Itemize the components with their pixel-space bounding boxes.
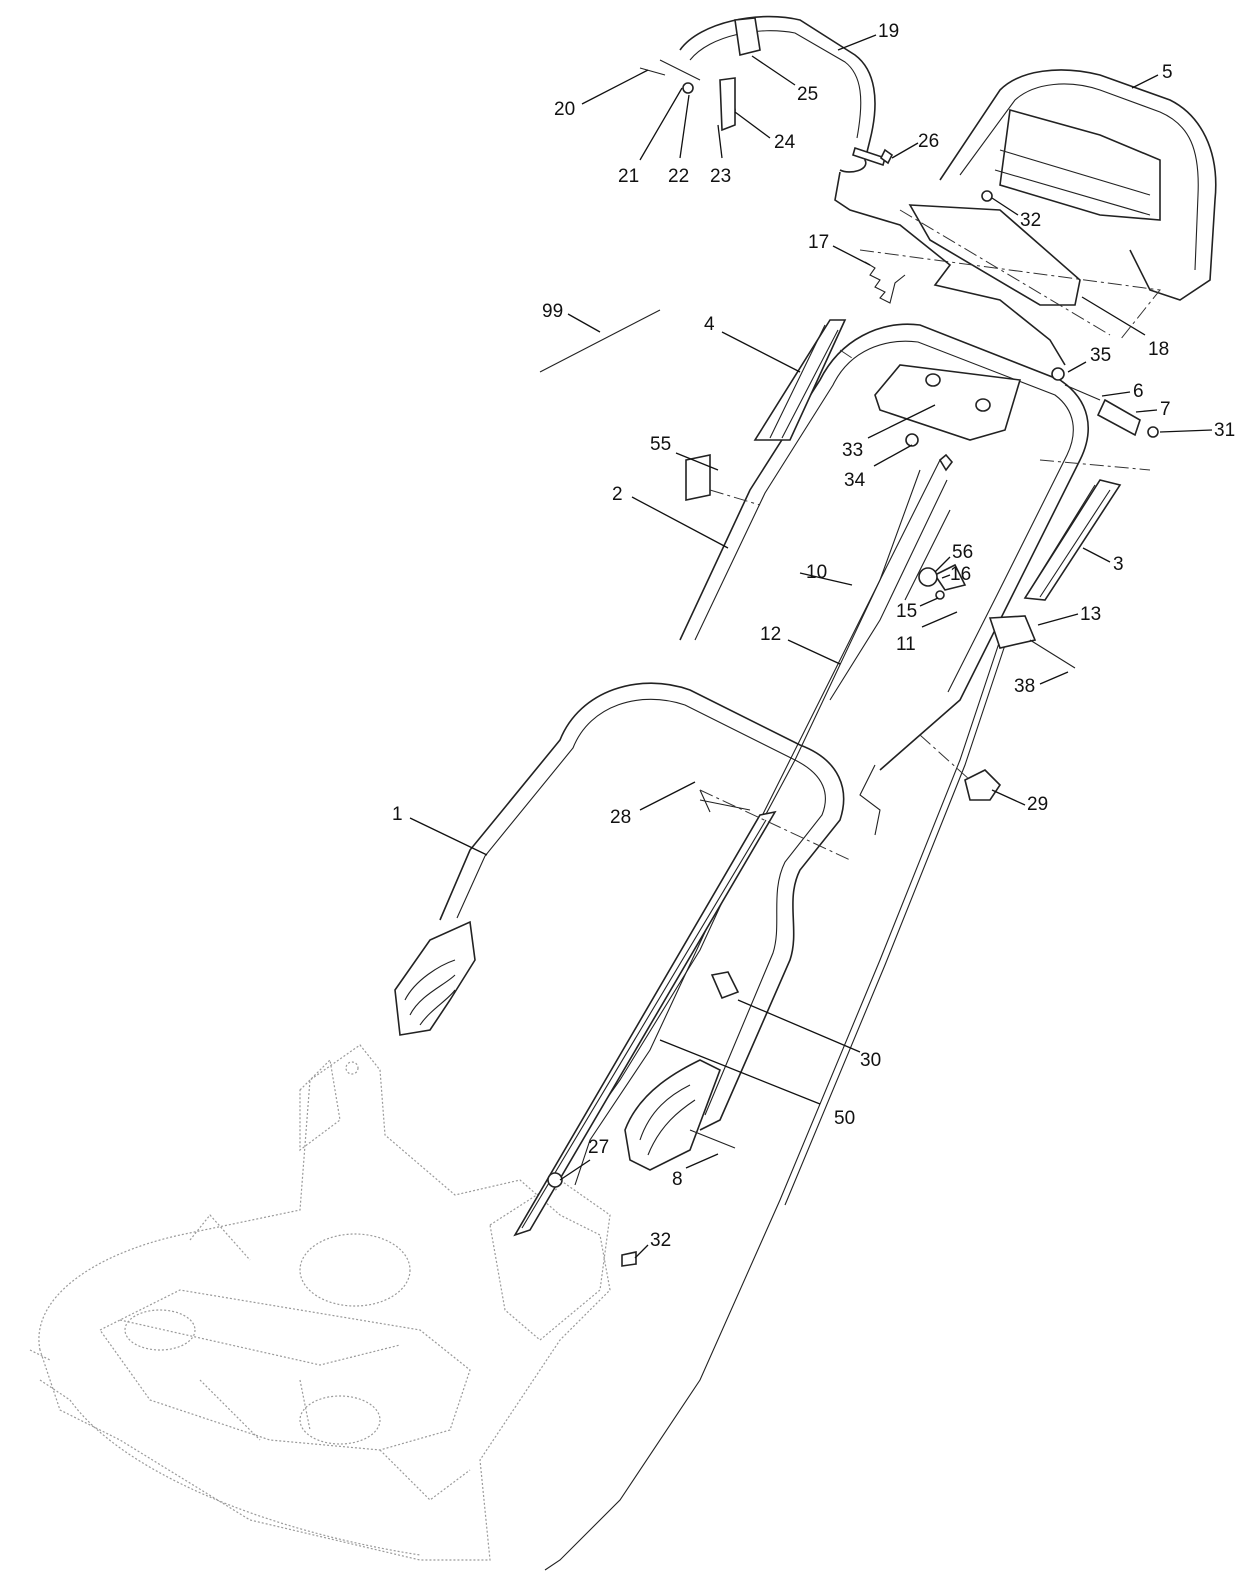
callout-30: 30	[860, 1050, 881, 1071]
callout-99: 99	[542, 301, 563, 322]
bag-bracket	[874, 364, 1022, 447]
callout-27: 27	[588, 1137, 609, 1158]
callout-13: 13	[1080, 604, 1101, 625]
callout-32-lower: 32	[650, 1230, 671, 1251]
callout-34: 34	[844, 470, 866, 491]
callout-20: 20	[554, 99, 575, 120]
callout-11: 11	[896, 634, 916, 655]
callout-19: 19	[878, 21, 899, 42]
callout-10: 10	[806, 562, 827, 583]
callout-23: 23	[710, 166, 731, 187]
callout-16: 16	[950, 564, 971, 585]
callout-4: 4	[704, 314, 715, 335]
cable-cover	[513, 810, 777, 1237]
callout-22: 22	[668, 166, 689, 187]
callout-55: 55	[650, 434, 671, 455]
callout-29: 29	[1027, 794, 1048, 815]
callout-17: 17	[808, 232, 829, 253]
callout-31: 31	[1214, 420, 1235, 441]
callout-8: 8	[672, 1169, 683, 1190]
operator-bail	[639, 15, 1066, 366]
mower-deck-ghost	[29, 1044, 611, 1561]
callout-5: 5	[1162, 62, 1173, 83]
callout-25: 25	[797, 84, 818, 105]
phantom-lines	[699, 349, 1151, 861]
callout-35: 35	[1090, 345, 1111, 366]
lower-handle	[394, 682, 845, 1171]
callout-56: 56	[952, 542, 973, 563]
grass-bag-frame	[859, 69, 1217, 341]
spring-assembly	[864, 261, 906, 304]
callout-3: 3	[1113, 554, 1124, 575]
callout-24: 24	[774, 132, 796, 153]
callout-15: 15	[896, 601, 917, 622]
callouts: 1 2 3 4 5 6 7 8 10 11 12 13 15 16 17 18	[392, 21, 1235, 1259]
callout-7: 7	[1160, 399, 1171, 420]
side-strips	[753, 319, 1122, 601]
callout-2: 2	[612, 484, 623, 505]
callout-26: 26	[918, 131, 939, 152]
callout-1: 1	[392, 804, 403, 825]
callout-28: 28	[610, 807, 631, 828]
callout-38: 38	[1014, 676, 1035, 697]
hardware	[539, 148, 1159, 1267]
callout-33: 33	[842, 440, 863, 461]
callout-6: 6	[1133, 381, 1144, 402]
control-rod	[544, 639, 1006, 1571]
callout-21: 21	[618, 166, 639, 187]
callout-12: 12	[760, 624, 781, 645]
callout-50: 50	[834, 1108, 855, 1129]
callout-18: 18	[1148, 339, 1169, 360]
callout-32-upper: 32	[1020, 210, 1041, 231]
